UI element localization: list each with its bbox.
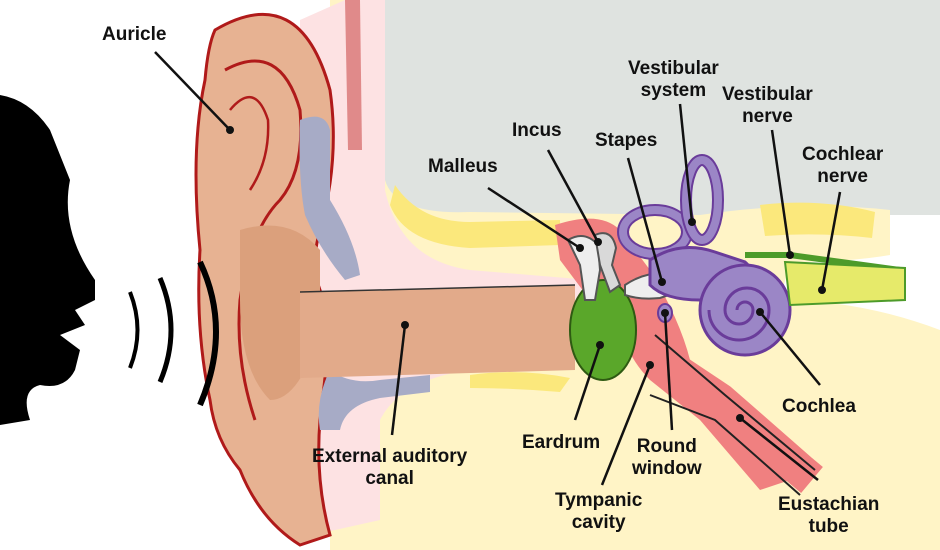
label-vestibular-system: Vestibular system — [628, 58, 719, 101]
cochlea-shape — [698, 263, 792, 357]
tube-edge-a — [654, 334, 816, 471]
cochlear-nerve — [783, 260, 906, 307]
bone-dark-band — [390, 185, 560, 248]
auricle-fold — [224, 59, 303, 421]
semicircular-canal-2-fill — [682, 156, 722, 244]
cartilage-upper — [299, 116, 360, 281]
speaker-silhouette-icon — [0, 95, 95, 425]
external-auditory-canal — [300, 285, 575, 378]
label-stapes: Stapes — [595, 130, 658, 151]
brain-region — [385, 0, 940, 215]
leader-dots — [226, 126, 826, 422]
canal-stripe — [345, 0, 362, 150]
label-eustachian-tube: Eustachian tube — [778, 494, 880, 537]
label-cochlea: Cochlea — [782, 396, 856, 417]
sound-wave-icon — [157, 277, 174, 383]
auricle-fold-inner — [229, 95, 270, 191]
label-cochlear-nerve: Cochlear nerve — [802, 144, 884, 187]
cartilage-lower — [318, 370, 430, 430]
malleus-bone — [566, 235, 602, 301]
label-malleus: Malleus — [428, 156, 498, 177]
label-tympanic-cavity: Tympanic cavity — [555, 490, 643, 533]
sound-wave-icon — [128, 291, 140, 369]
leader-lines — [154, 51, 842, 486]
label-eardrum: Eardrum — [522, 432, 601, 453]
tube-edge-b — [649, 394, 801, 496]
label-incus: Incus — [512, 120, 562, 141]
label-round-window: Round window — [632, 436, 702, 479]
sound-wave-icon — [197, 260, 219, 407]
label-vestibular-nerve: Vestibular nerve — [722, 84, 813, 127]
label-external-auditory-canal: External auditory canal — [312, 446, 468, 489]
cochlea-spiral — [707, 286, 771, 342]
bone-dark-band-right — [760, 202, 875, 238]
canal-edge-top — [299, 284, 576, 293]
bone-dark-band-lower — [470, 372, 570, 392]
eardrum-shape — [569, 279, 637, 381]
incus-bone — [593, 232, 622, 294]
label-auricle: Auricle — [102, 24, 167, 45]
